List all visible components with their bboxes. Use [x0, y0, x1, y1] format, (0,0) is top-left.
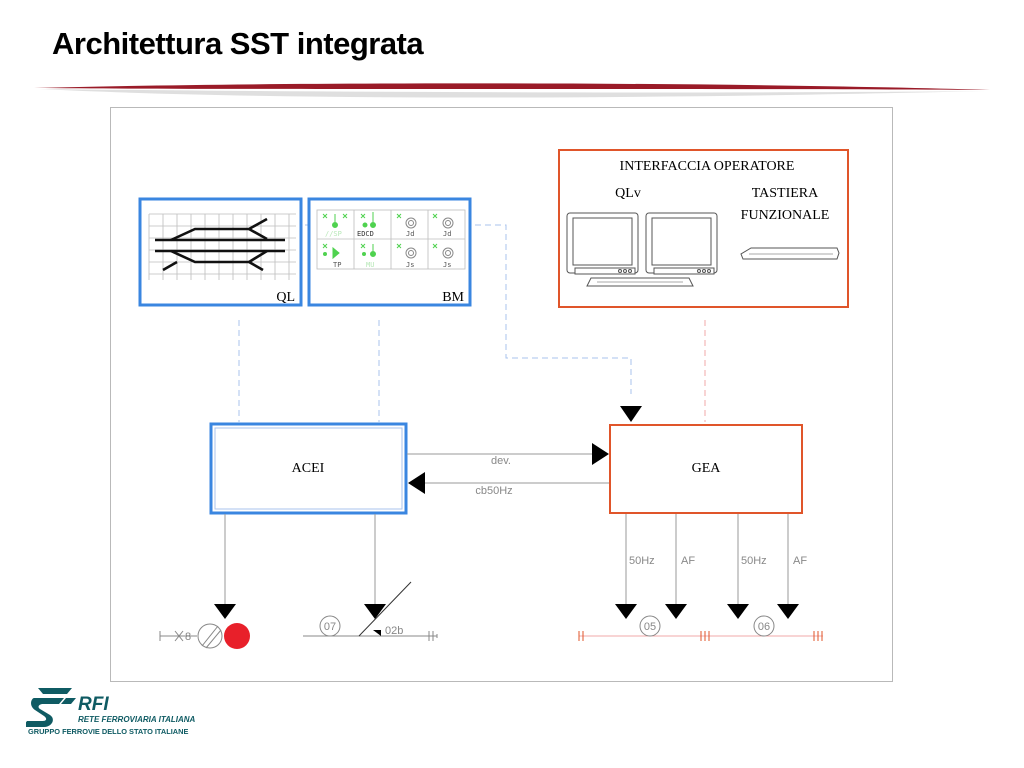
- keyboard-label-line2: FUNZIONALE: [741, 208, 830, 223]
- bm-knobs: [405, 217, 454, 259]
- circuit-05-label: 05: [644, 621, 656, 633]
- gea-05-50hz-arrow: [615, 604, 637, 619]
- gea-block[interactable]: GEA: [609, 424, 803, 514]
- rfi-logo: RFI RETE FERROVIARIA ITALIANA GRUPPO FER…: [26, 688, 196, 736]
- acei-signal-arrow: [214, 604, 236, 619]
- circuit-07-label: 07: [324, 621, 336, 633]
- link-dev-label: dev.: [491, 455, 511, 467]
- bm-cell-tp: TP: [333, 261, 341, 269]
- track-circuits-05-06: 05 06: [578, 615, 823, 641]
- acei-label: ACEI: [292, 461, 325, 476]
- logo-brand: RFI: [78, 694, 109, 715]
- acei-switch-arrow: [364, 604, 386, 619]
- ql-track-layout: [155, 217, 285, 272]
- bm-cell-js-1: Js: [406, 261, 414, 269]
- circuit-06-label: 06: [758, 621, 770, 633]
- gea-label: GEA: [692, 461, 722, 476]
- keyboard-label-line1: TASTIERA: [752, 186, 819, 201]
- operator-interface-panel[interactable]: INTERFACCIA OPERATORE QLv TASTIERA FUNZI…: [558, 149, 849, 308]
- dev-arrow: [592, 443, 609, 465]
- railway-signal: 8: [159, 623, 250, 649]
- line-50hz-label-1: 50Hz: [629, 555, 655, 567]
- line-af-label-1: AF: [681, 555, 695, 567]
- operator-to-gea-arrow: [620, 406, 642, 422]
- track-circuit-07: 07 02b: [303, 581, 438, 641]
- link-cb50hz-label: cb50Hz: [475, 485, 512, 497]
- gea-06-af-arrow: [777, 604, 799, 619]
- bm-panel[interactable]: //SP EDCD Jd Jd TP MU Js Js BM: [307, 197, 472, 307]
- signal-red-light: [224, 623, 250, 649]
- bm-indicators: [322, 212, 438, 260]
- keyboard-tray-icon: [586, 277, 694, 287]
- line-af-label-2: AF: [793, 555, 807, 567]
- bm-cell-js-2: Js: [443, 261, 451, 269]
- switch-02b-label: 02b: [385, 625, 403, 637]
- qlv-label: QLv: [615, 186, 641, 201]
- monitor-icon: [645, 212, 718, 275]
- gea-06-50hz-arrow: [727, 604, 749, 619]
- cb50hz-arrow: [408, 472, 425, 494]
- acei-block[interactable]: ACEI: [209, 422, 408, 515]
- bm-cell-jd-1: Jd: [406, 230, 414, 238]
- page-title: Architettura SST integrata: [52, 26, 424, 61]
- bm-cell-sp: //SP: [325, 230, 342, 238]
- architecture-diagram: QL //SP: [110, 107, 893, 682]
- acei-gea-links: dev. cb50Hz: [407, 443, 609, 497]
- line-50hz-label-2: 50Hz: [741, 555, 767, 567]
- logo-line1: RETE FERROVIARIA ITALIANA: [78, 715, 196, 724]
- fs-logo-mark: [26, 688, 76, 727]
- title-swoosh: [34, 83, 990, 98]
- ql-label: QL: [276, 290, 295, 305]
- bm-cell-edcd: EDCD: [357, 230, 374, 238]
- logo-line2: GRUPPO FERROVIE DELLO STATO ITALIANE: [28, 727, 188, 736]
- function-keyboard-icon: [740, 247, 840, 260]
- bm-cell-mu: MU: [366, 261, 374, 269]
- ql-panel[interactable]: QL: [138, 197, 303, 307]
- gea-05-af-arrow: [665, 604, 687, 619]
- bm-cell-jd-2: Jd: [443, 230, 451, 238]
- signal-code: 8: [185, 631, 191, 643]
- bm-label: BM: [442, 290, 464, 305]
- operator-interface-title: INTERFACCIA OPERATORE: [620, 159, 795, 174]
- monitor-icon: [566, 212, 639, 275]
